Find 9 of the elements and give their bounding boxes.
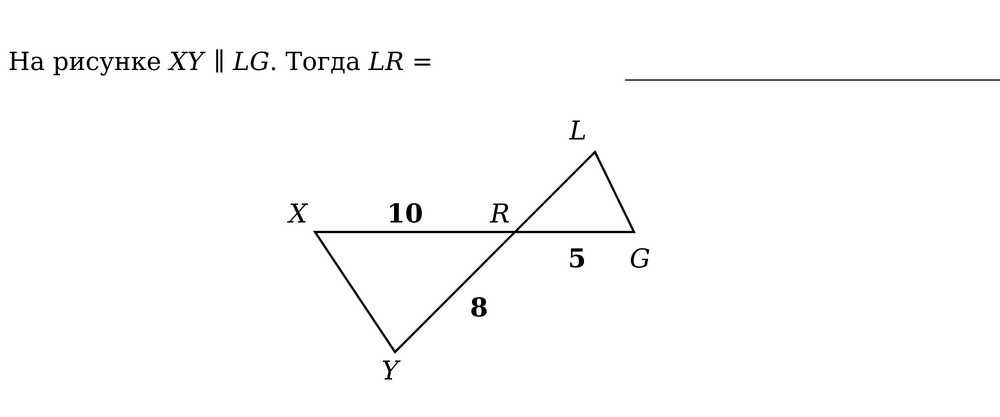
vertex-label: L	[568, 120, 586, 140]
vertex-label: G	[630, 248, 650, 268]
length-label: 8	[471, 297, 487, 317]
question-text: На рисунке XY ∥ LG. Тогда LR =	[10, 49, 430, 76]
length-label: 10	[390, 203, 422, 223]
length-label: 5	[570, 248, 584, 268]
vertex-label: X	[287, 204, 308, 222]
vertex-label: Y	[382, 360, 401, 380]
vertex-label: R	[490, 204, 509, 222]
